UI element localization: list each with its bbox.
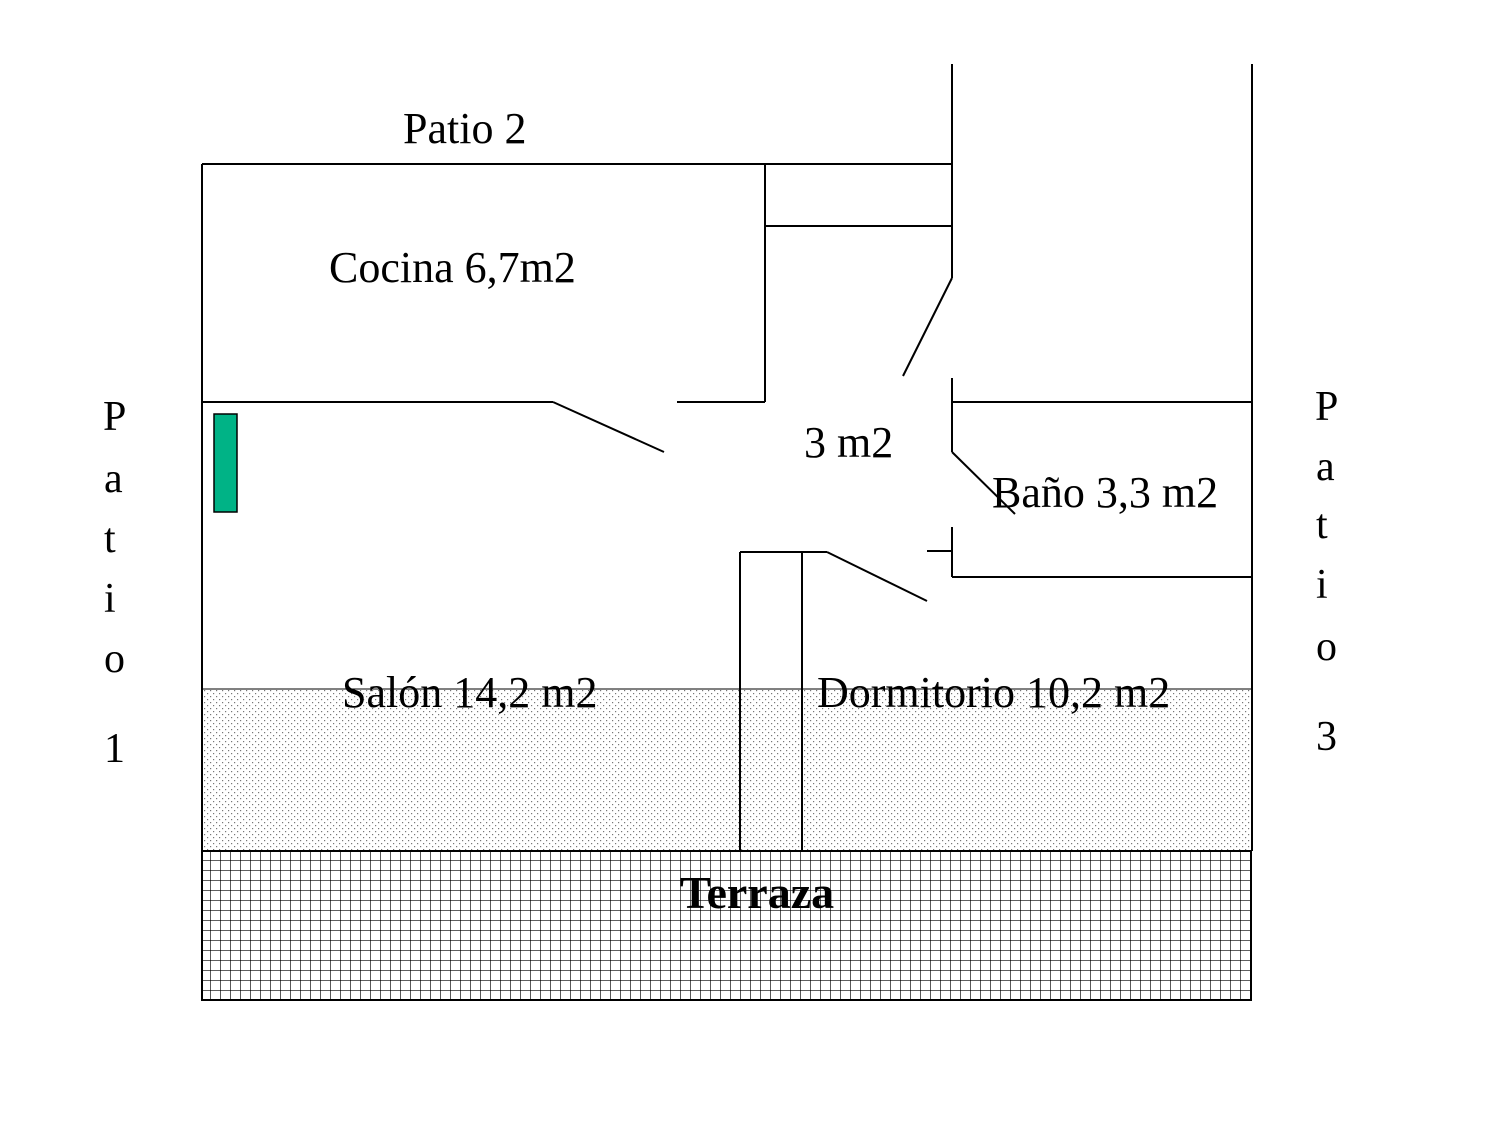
patio-1-letter: o	[104, 636, 125, 682]
patio-3-letter: 3	[1316, 714, 1337, 760]
patio-3-letter: i	[1316, 562, 1328, 608]
dormitorio-label: Dormitorio 10,2 m2	[817, 668, 1170, 717]
patio-1-letter: a	[104, 456, 123, 502]
dotted-floor-band	[202, 689, 1251, 851]
patio-3-letter: P	[1315, 384, 1338, 430]
patio-2-label: Patio 2	[403, 104, 526, 153]
patio-1-letter: 1	[104, 726, 125, 772]
patio-3-label: P a t i o 3	[1315, 384, 1338, 760]
walls	[201, 64, 1253, 852]
patio-3-letter: t	[1316, 502, 1328, 548]
terraza-area	[201, 850, 1252, 1001]
bano-label: Baño 3,3 m2	[992, 468, 1218, 517]
cocina-label: Cocina 6,7m2	[329, 243, 576, 292]
patio-1-letter: t	[104, 516, 116, 562]
green-marker	[213, 413, 238, 513]
patio-3-letter: a	[1316, 444, 1335, 490]
pasillo-label: 3 m2	[804, 418, 893, 467]
salon-label: Salón 14,2 m2	[342, 668, 597, 717]
patio-1-label: P a t i o 1	[103, 394, 126, 772]
patio-3-letter: o	[1316, 624, 1337, 670]
patio-1-letter: i	[104, 576, 116, 622]
patio-1-letter: P	[103, 394, 126, 440]
terraza-label: Terraza	[680, 867, 834, 918]
